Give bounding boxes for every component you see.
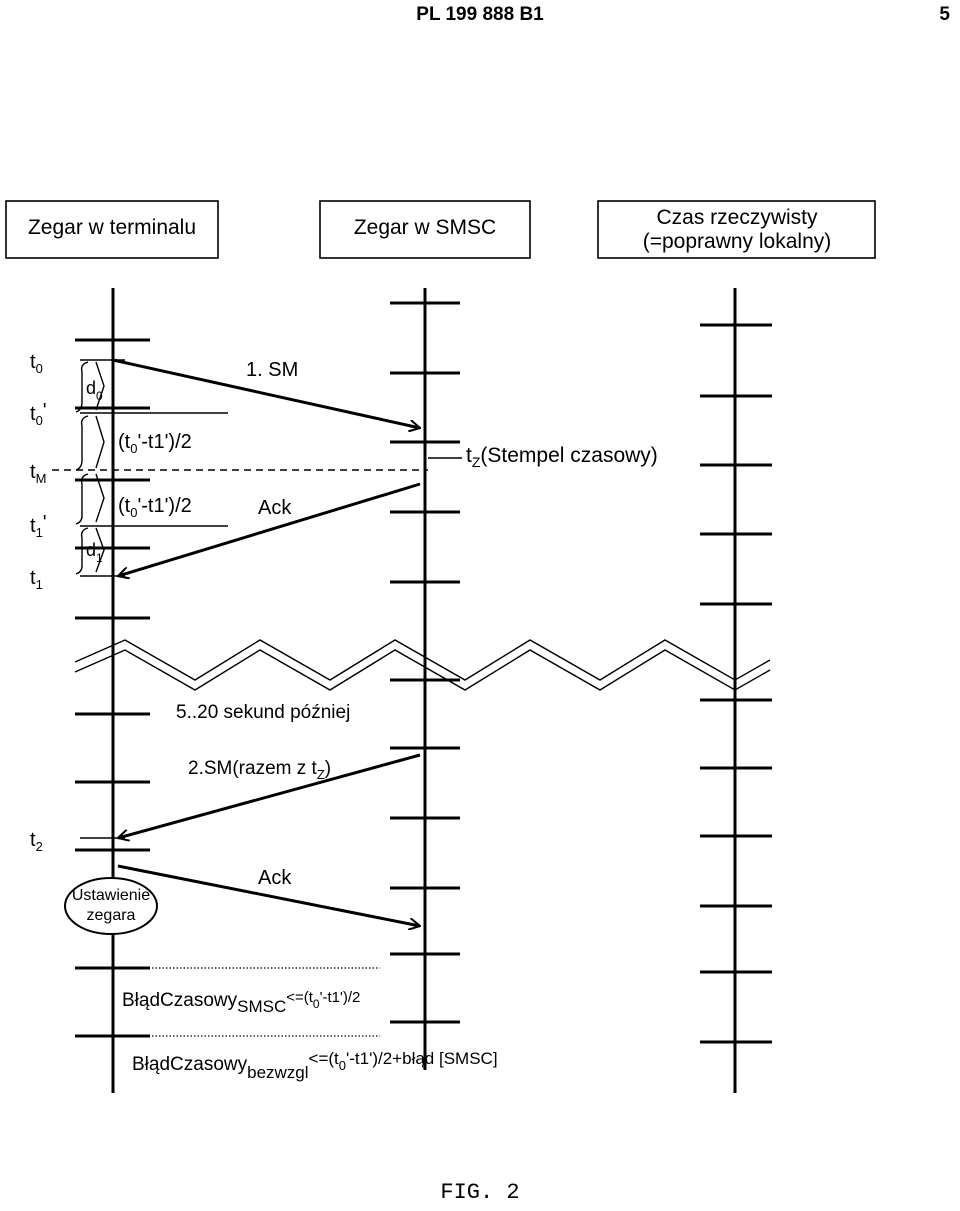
formula-smsc-error: BłądCzasowySMSC<=(t0'-t1')/2 xyxy=(122,989,360,1016)
ticks-realtime xyxy=(700,323,772,1044)
label-half-interval-a: (t0'-t1')/2 xyxy=(118,431,192,456)
header-box-smsc: Zegar w SMSC xyxy=(319,200,531,259)
svg-text:t0': t0' xyxy=(30,400,47,428)
arrow-sm2 xyxy=(118,753,421,838)
arrow-ack1 xyxy=(118,482,421,576)
header-box-realtime: Czas rzeczywisty (=poprawny lokalny) xyxy=(597,200,876,259)
label-d1: d1 xyxy=(86,540,103,565)
clock-set-line2: zegara xyxy=(87,907,136,924)
label-tM: tM xyxy=(30,461,46,486)
header-smsc-label: Zegar w SMSC xyxy=(354,216,496,239)
svg-text:t1': t1' xyxy=(30,512,47,540)
label-d0: d0 xyxy=(86,378,103,403)
label-t0-prime: t0' xyxy=(30,400,47,428)
label-timestamp: tZ(Stempel czasowy) xyxy=(466,444,658,470)
header-box-terminal: Zegar w terminalu xyxy=(5,200,219,259)
header-realtime-line1: Czas rzeczywisty xyxy=(656,206,818,229)
svg-text:tM: tM xyxy=(30,461,46,486)
formula-absolute-error: BłądCzasowybezwzgl<=(t0'-t1')/2+błąd [SM… xyxy=(132,1049,498,1082)
svg-text:t0: t0 xyxy=(30,351,43,376)
svg-text:t2: t2 xyxy=(30,829,43,854)
label-t2: t2 xyxy=(30,829,43,854)
label-ack2: Ack xyxy=(258,867,292,889)
label-sm2: 2.SM(razem z tZ) xyxy=(188,758,331,782)
patent-number: PL 199 888 B1 xyxy=(416,4,544,25)
label-sm1: 1. SM xyxy=(246,359,298,381)
label-half-interval-b: (t0'-t1')/2 xyxy=(118,495,192,520)
figure-caption: FIG. 2 xyxy=(440,1180,520,1205)
clock-set-line1: Ustawienie xyxy=(72,887,150,904)
svg-text:t1: t1 xyxy=(30,567,43,592)
label-t0: t0 xyxy=(30,351,43,376)
time-break-zigzag-2 xyxy=(74,649,771,691)
clock-set-ellipse: Ustawienie zegara xyxy=(64,877,158,935)
label-t1-prime: t1' xyxy=(30,512,47,540)
time-break-zigzag-1 xyxy=(74,639,771,681)
ticks-terminal xyxy=(75,338,150,1038)
page-number: 5 xyxy=(939,4,950,25)
interval-brackets xyxy=(75,361,105,575)
header-terminal-label: Zegar w terminalu xyxy=(28,216,196,239)
arrow-ack2 xyxy=(117,864,420,926)
arrow-sm1 xyxy=(112,358,420,428)
label-t1: t1 xyxy=(30,567,43,592)
ticks-smsc xyxy=(390,301,460,1024)
label-later: 5..20 sekund później xyxy=(176,702,350,723)
label-ack1: Ack xyxy=(258,497,292,519)
header-realtime-line2: (=poprawny lokalny) xyxy=(643,230,832,253)
